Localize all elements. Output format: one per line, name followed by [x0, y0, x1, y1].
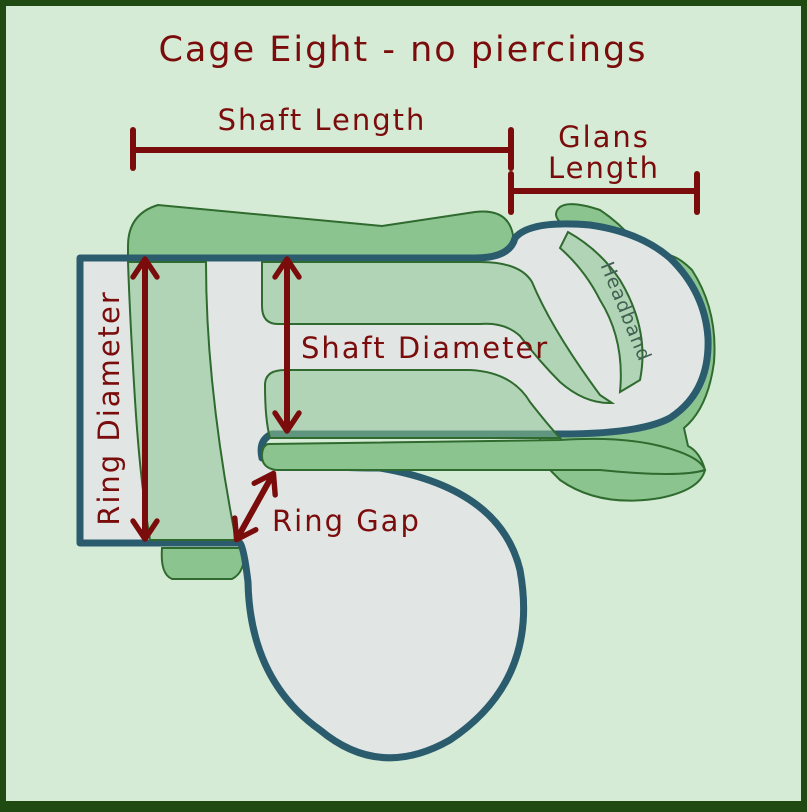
- ring-diameter-label: Ring Diameter: [92, 290, 126, 526]
- shaft-length-label: Shaft Length: [218, 103, 427, 137]
- shaft-length-measure: [130, 127, 514, 171]
- shaft-diameter-label: Shaft Diameter: [301, 331, 549, 365]
- shaft-upper-bar: [261, 261, 616, 405]
- glans-length-label-line1: Glans: [558, 120, 650, 154]
- headband-inner-strip: [558, 230, 644, 394]
- diagram-title: Cage Eight - no piercings: [158, 30, 647, 70]
- ring-bottom-tab: [160, 547, 246, 580]
- ring-gap-arrow: [232, 470, 278, 543]
- glans-length-label-line2: Length: [548, 151, 660, 185]
- glans-length-measure: [508, 171, 700, 215]
- ring-gap-label: Ring Gap: [272, 504, 421, 538]
- cage-bottom-bar: [260, 437, 707, 475]
